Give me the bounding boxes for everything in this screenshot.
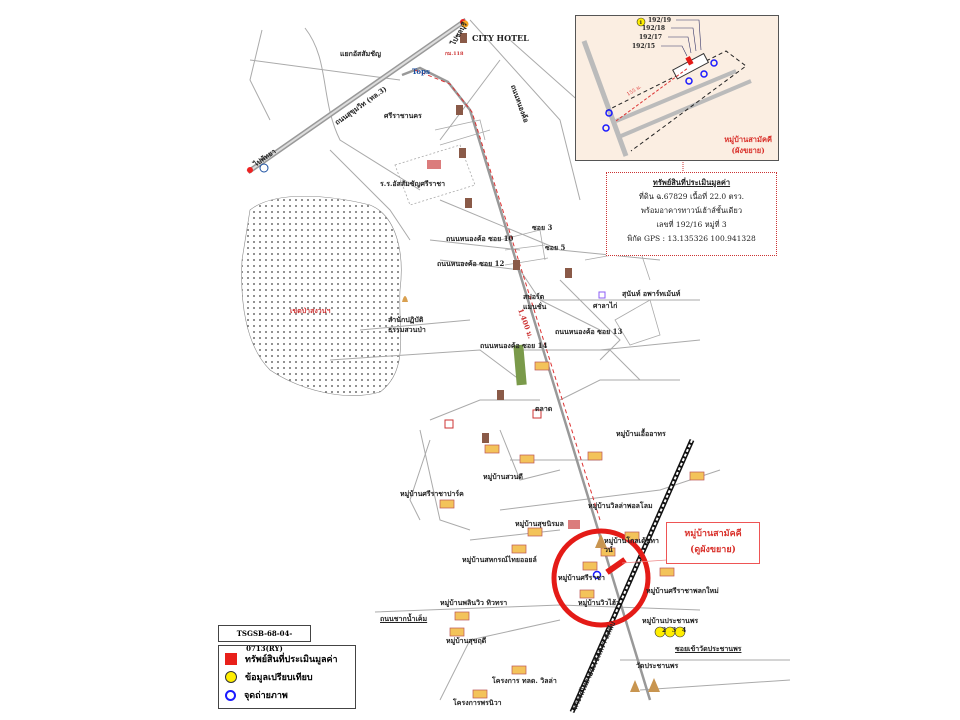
house-number: 192/15	[632, 43, 656, 50]
market-icon	[532, 409, 542, 419]
label-village-7: หมู่บ้านศรีราชาปาร์ค	[400, 489, 464, 498]
legend: ทรัพย์สินที่ประเมินมูลค่า ข้อมูลเปรียบเท…	[218, 645, 356, 709]
label-sport: สปอร์ต แมนชั่น	[523, 292, 547, 311]
label-village-9: หมู่บ้านสุขฤดี	[446, 636, 487, 645]
label-school: ร.ร.อัสสัมชัญศรีราชา	[380, 179, 446, 188]
temple-icon	[595, 534, 607, 548]
yellow-circle-icon	[225, 671, 237, 683]
school-flag-icon	[568, 520, 580, 529]
label-apartment: สุนันท์ อพาร์ทเม้นท์	[622, 289, 681, 298]
forest-area	[241, 195, 402, 396]
route-dashed-line	[414, 69, 601, 521]
village-callout: หมู่บ้านสามัคคี (ดูผังขยาย)	[666, 522, 760, 564]
market-icon	[444, 419, 454, 429]
inset-site-plan: 1 155 ม. 192/19 192/18 192/17 192/15 หมู…	[575, 15, 779, 161]
red-square-icon	[225, 653, 237, 665]
house-icons	[439, 361, 705, 699]
comparable-markers	[654, 626, 686, 638]
inset-village-label: หมู่บ้านสามัคคี (ผังขยาย)	[724, 134, 772, 157]
comparable-2: 2	[662, 627, 667, 634]
label-village-3: หมู่บ้านศรีราชา	[558, 573, 605, 582]
building-icons	[456, 33, 572, 443]
label-soi-5: ซอย 5	[545, 243, 566, 252]
callout-name: หมู่บ้านสามัคคี	[684, 529, 742, 539]
info-address: เลขที่ 192/16 หมู่ที่ 3	[656, 220, 727, 229]
label-tops: Tops	[412, 67, 430, 76]
minor-roads	[249, 19, 791, 701]
label-soi-10: ถนนหนองค้อ ซอย 10	[446, 234, 514, 243]
label-soi-3: ซอย 3	[532, 223, 553, 232]
label-soi-12: ถนนหนองค้อ ซอย 12	[437, 259, 505, 268]
subject-highlight-circle	[551, 528, 651, 628]
label-village-11: หมู่บ้านศรีราชาพลกใหม่	[646, 586, 719, 595]
shell-station-icon	[461, 20, 469, 28]
report-code: TSGSB-68-04-0713(RY)	[218, 625, 311, 653]
comparable-4: 4	[682, 627, 687, 634]
main-road-nong-kho	[401, 66, 652, 701]
legend-label: จุดถ่ายภาพ	[244, 691, 288, 701]
inset-village-note: (ผังขยาย)	[731, 146, 765, 156]
info-building: พร้อมอาคารทาวน์เฮ้าส์ชั้นเดียว	[640, 206, 743, 215]
legend-item-subject: ทรัพย์สินที่ประเมินมูลค่า	[225, 650, 349, 668]
label-sala: ศาลาไก่	[593, 301, 618, 310]
block-outlines	[394, 119, 661, 346]
label-village-15: หมู่บ้านสวนดี	[483, 472, 523, 481]
house-number: 192/17	[639, 34, 663, 41]
comparable-3: 3	[672, 627, 677, 634]
house-number: 192/19	[648, 17, 672, 24]
camera-direction-icon	[225, 689, 236, 701]
info-land: ที่ดิน ฉ.67829 เนื้อที่ 22.0 ตรว.	[638, 192, 745, 201]
subject-property-marker	[605, 557, 627, 575]
inset-village-name: หมู่บ้านสามัคคี	[724, 135, 772, 144]
label-city-hotel: CITY HOTEL	[472, 33, 529, 43]
callout-note: (ดูผังขยาย)	[690, 545, 736, 555]
sala-icon	[598, 291, 606, 299]
inset-distance: 155 ม.	[626, 84, 643, 98]
label-village-8: หมู่บ้านพลินวิว ทิวทรา	[440, 598, 508, 607]
label-village-6: หมู่บ้านสหกรณ์ไทยออยล์	[462, 555, 537, 564]
school-flag-icon	[427, 160, 441, 169]
house-number: 192/18	[642, 25, 666, 32]
label-village-12: โครงการ ทลด. วิลล่า	[492, 676, 557, 685]
label-village-5: หมู่บ้านสุขนิรมล	[515, 519, 564, 528]
esso-icon	[259, 163, 269, 173]
label-robinson: ศรีราชานคร	[384, 111, 422, 120]
label-soi-13: ถนนหนองค้อ ซอย 13	[555, 327, 623, 336]
label-village-10: หมู่บ้านประชานพร	[642, 616, 699, 625]
park-strip	[513, 344, 527, 386]
property-info-box: ทรัพย์สินที่ประเมินมูลค่า ที่ดิน ฉ.67829…	[606, 172, 777, 256]
label-assumption: แยกอัสสัมชัญ	[340, 49, 381, 58]
label-temple-forest: สำนักปฏิบัติธรรมสวนป่า	[388, 315, 426, 334]
label-soi-temple: ซอยเข้าวัดประชานพร	[675, 644, 742, 653]
legend-item-comparable: ข้อมูลเปรียบเทียบ	[225, 668, 349, 686]
label-market: ตลาด	[535, 404, 553, 413]
photo-point-icon	[592, 570, 602, 580]
legend-item-photo: จุดถ่ายภาพ	[225, 686, 349, 704]
label-km: กม.118	[445, 51, 464, 57]
label-village-13: โครงการพรนิวา	[453, 698, 502, 707]
label-village-2: หมู่บ้านโกลเด้นทาวน์	[604, 536, 659, 554]
railway	[569, 438, 695, 714]
inset-comparable-1: 1	[639, 20, 642, 26]
label-forest: เขตป่าสงวนฯ	[290, 306, 331, 315]
temple-icon	[630, 678, 660, 692]
label-village-1: หมู่บ้านวิลล่าพอลโลม	[588, 501, 653, 510]
buddha-icon	[402, 296, 408, 302]
info-title: ทรัพย์สินที่ประเมินมูลค่า	[652, 178, 731, 187]
label-temple: วัดประชานพร	[636, 661, 679, 670]
info-gps: พิกัด GPS : 13.135326 100.941328	[627, 234, 756, 243]
legend-label: ทรัพย์สินที่ประเมินมูลค่า	[245, 655, 338, 665]
label-village-14: หมู่บ้านเอื้ออาทร	[616, 429, 666, 438]
legend-label: ข้อมูลเปรียบเทียบ	[245, 673, 313, 683]
label-road-nam-khem: ถนนชากน้ำเค็ม	[380, 614, 428, 623]
label-soi-14: ถนนหนองค้อ ซอย 14	[480, 341, 548, 350]
label-village-4: หมู่บ้านวิวไฮ้ว	[578, 598, 620, 607]
